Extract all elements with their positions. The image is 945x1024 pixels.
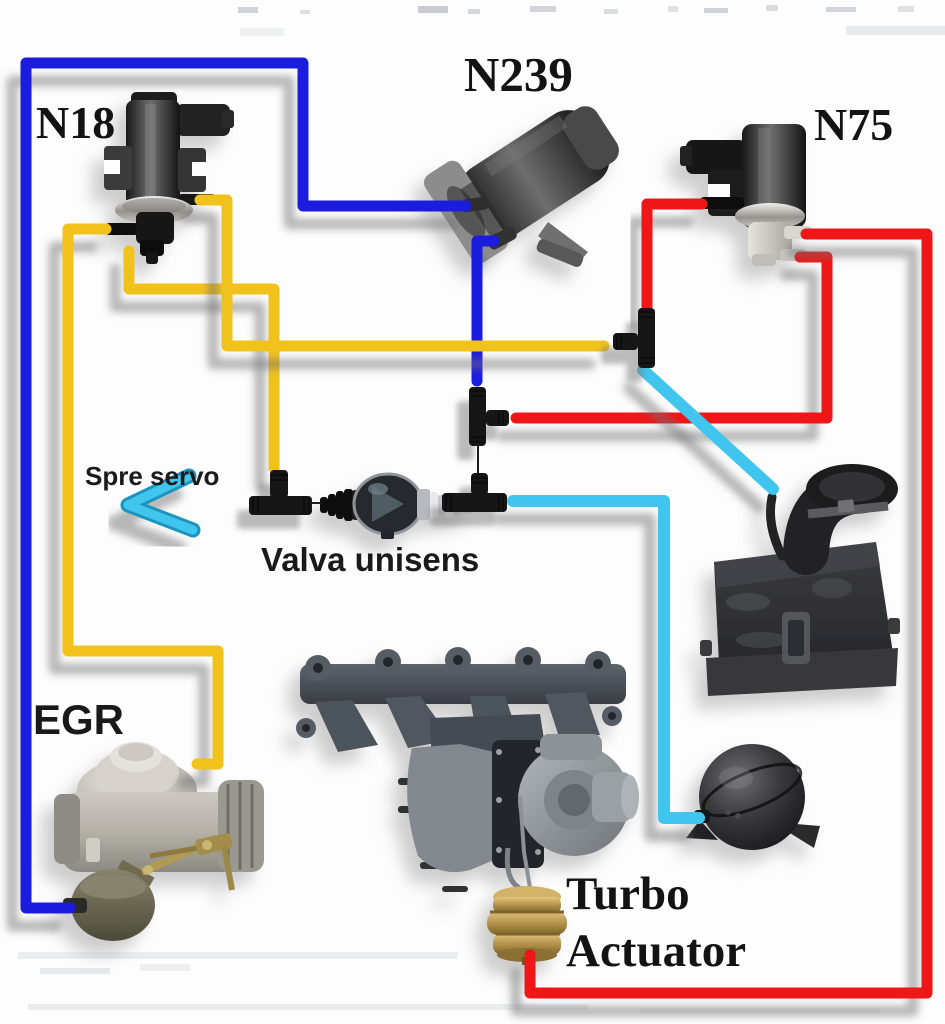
red-hose-n75-to-tee-c — [510, 251, 833, 424]
label-n239: N239 — [464, 47, 573, 102]
label-egr: EGR — [33, 696, 125, 743]
tee-a-check-valve-left — [249, 470, 312, 515]
cyan-hose-tee-b-to-reservoir — [507, 495, 705, 824]
n75-valve-photo — [680, 124, 812, 266]
tee-c-center — [469, 387, 509, 446]
blue-hose-egr-to-n239 — [20, 57, 472, 914]
yellow-hose-n18-to-tee-d — [194, 194, 610, 352]
tee-connectors-layer — [249, 308, 655, 515]
label-turbo-line1: Turbo — [566, 868, 690, 920]
yellow-hose-n18-to-egr — [62, 223, 224, 770]
blue-hose-n239-to-tee-c — [471, 235, 500, 387]
label-turbo-actuator: Turbo Actuator — [566, 866, 746, 980]
turbo-actuator-photo — [487, 886, 567, 965]
label-n75: N75 — [814, 99, 894, 150]
label-turbo-line2: Actuator — [566, 925, 747, 977]
hoses-layer — [20, 57, 933, 999]
turbo-manifold-photo — [296, 647, 639, 965]
spre-servo-arrow — [120, 468, 201, 538]
label-valva-unisens: Valva unisens — [261, 541, 480, 578]
n18-valve-photo — [104, 92, 234, 264]
bottom-artifacts — [18, 952, 880, 1013]
tee-b-check-valve-right — [442, 473, 507, 512]
label-spre-servo: Spre servo — [85, 461, 220, 491]
air-box-photo — [700, 464, 900, 696]
cyan-hose-tee-d-to-airbox — [637, 364, 779, 495]
vacuum-reservoir-photo — [686, 744, 820, 850]
egr-valve-photo — [54, 742, 264, 941]
yellow-hose-n18-to-tee-a — [123, 245, 280, 474]
n239-valve-photo — [423, 106, 619, 267]
label-n18: N18 — [36, 97, 116, 148]
red-hose-n75-to-turbo-actuator — [524, 228, 933, 999]
red-hose-n75-to-tee-d — [641, 198, 708, 312]
top-artifacts — [238, 5, 945, 36]
thin-connector-lines — [312, 445, 479, 504]
tee-d-upper — [613, 308, 655, 368]
spre-servo-arrow-layer — [120, 468, 201, 538]
